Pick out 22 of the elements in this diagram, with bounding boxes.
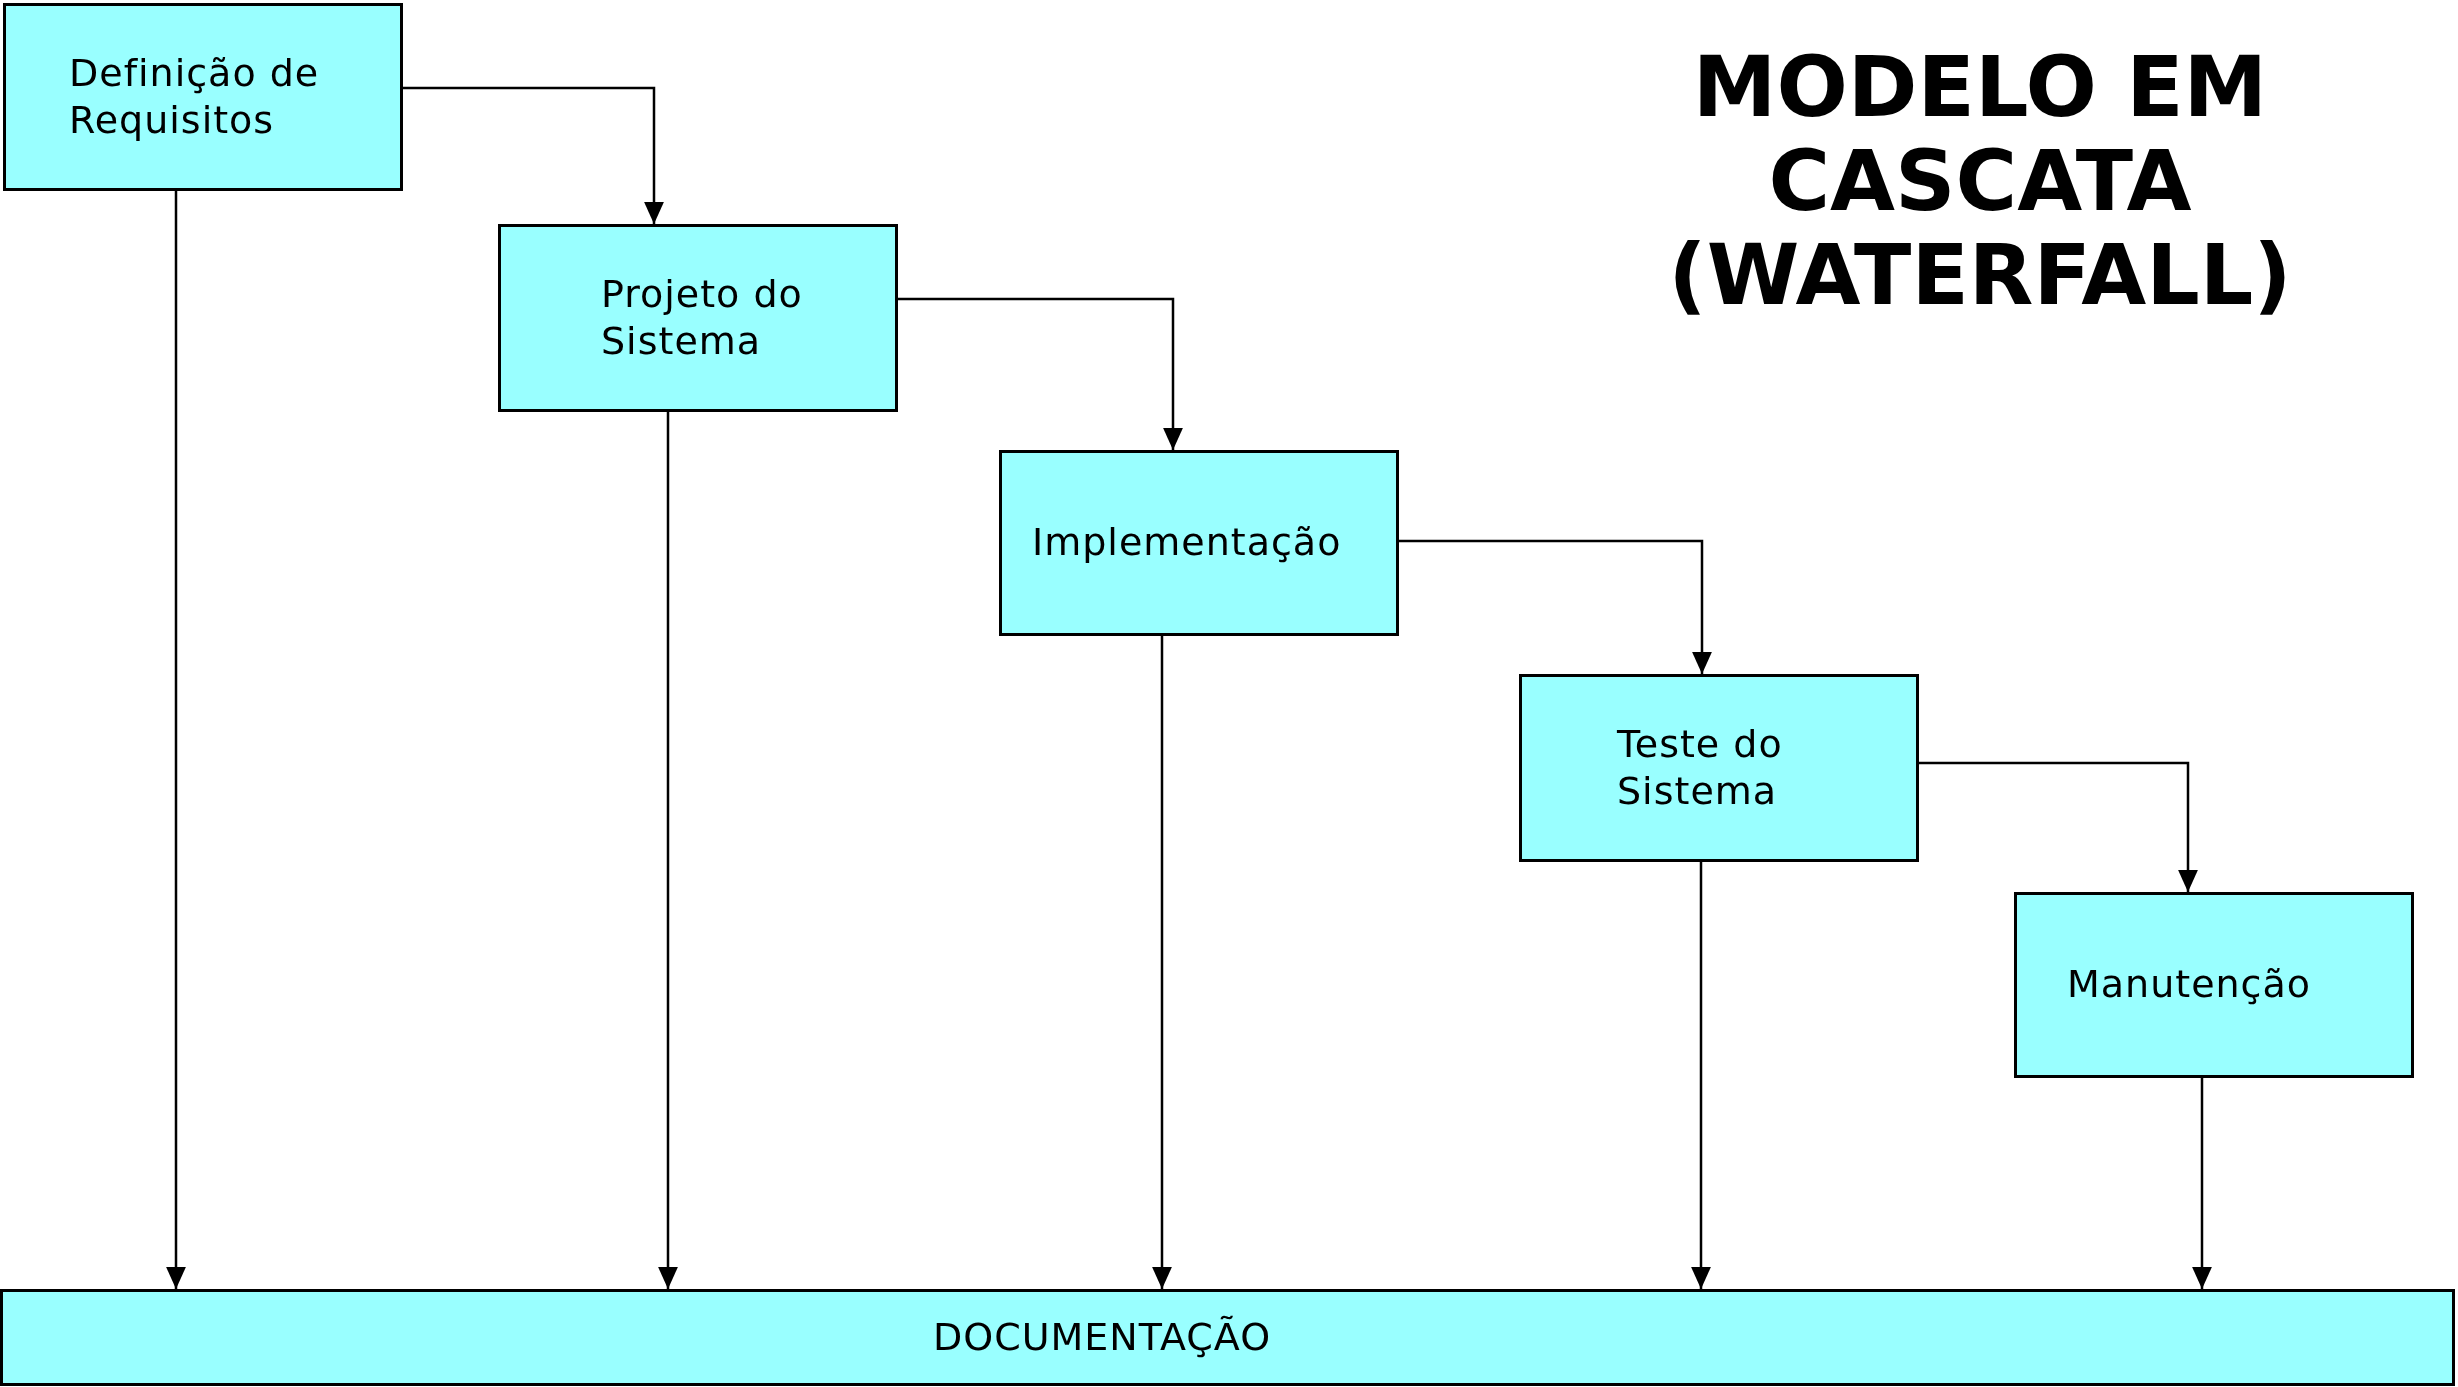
title: MODELO EM CASCATA (WATERFALL): [1667, 40, 2293, 323]
box-label: Projeto do Sistema: [601, 270, 804, 365]
arrow: [403, 86, 664, 224]
box-label: Implementação: [1032, 519, 1342, 567]
process-box: [999, 450, 1399, 636]
arrow: [658, 412, 678, 1289]
arrow: [1152, 636, 1172, 1289]
box-label: Manutenção: [2067, 961, 2312, 1009]
arrow: [1691, 862, 1711, 1289]
process-box: [3, 3, 403, 191]
box-label: Definição de Requisitos: [69, 49, 321, 144]
process-box: [1519, 674, 1919, 862]
arrow: [1399, 539, 1712, 674]
box-label: DOCUMENTAÇÃO: [933, 1313, 1272, 1361]
documentation-bar: [0, 1289, 2455, 1386]
arrow: [1919, 761, 2198, 892]
process-box: [498, 224, 898, 412]
arrow: [2192, 1078, 2212, 1289]
box-label: Teste do Sistema: [1617, 720, 1784, 815]
arrow: [166, 191, 186, 1289]
process-box: [2014, 892, 2414, 1078]
arrow: [898, 297, 1183, 450]
